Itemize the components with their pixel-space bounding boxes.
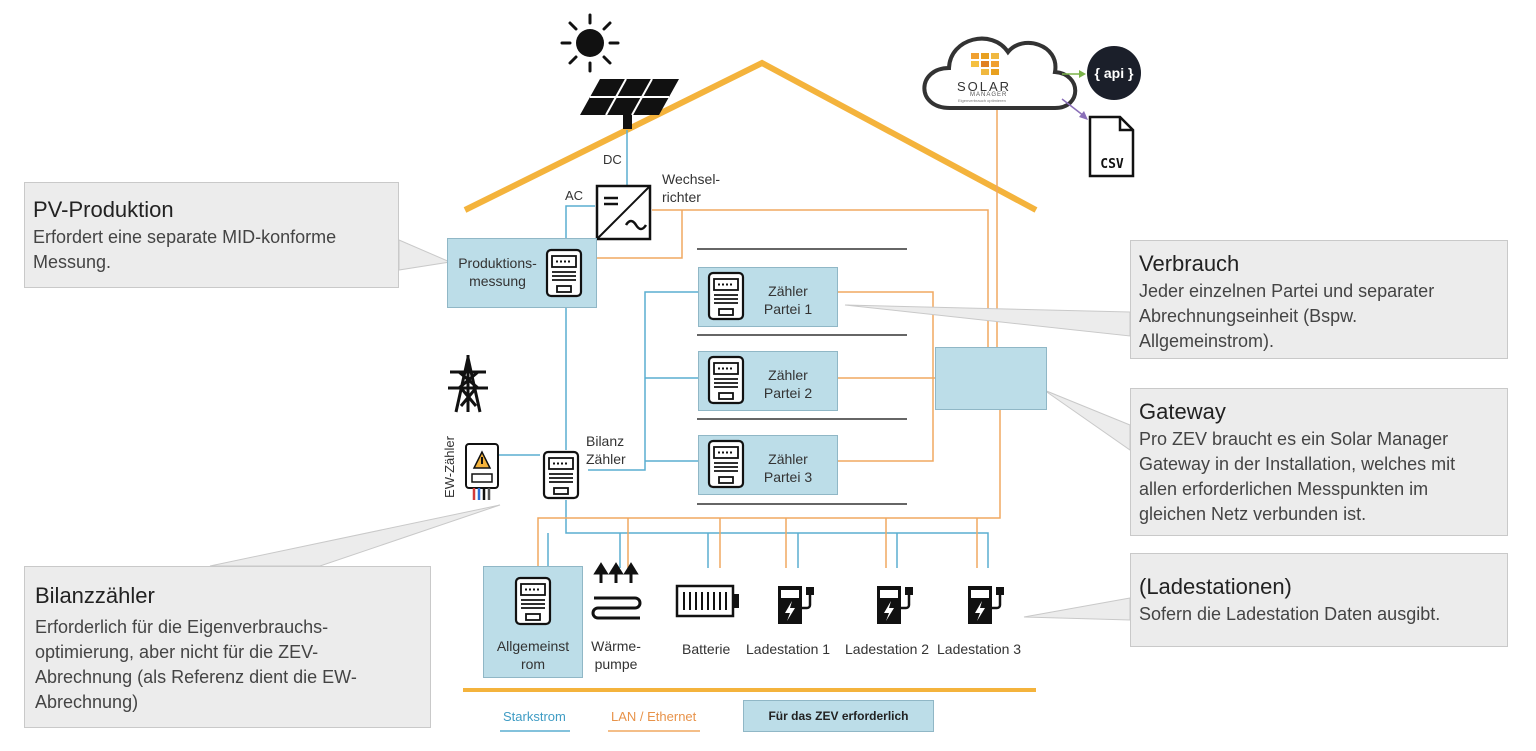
- dc-label: DC: [603, 152, 622, 167]
- meter-party-3-label: Zähler Partei 3: [763, 451, 813, 485]
- sun-icon: [560, 13, 620, 73]
- callout-verbrauch-title: Verbrauch: [1139, 251, 1240, 276]
- api-label: { api }: [1094, 65, 1134, 81]
- cloud-tagline: Eigenverbrauch optimieren: [958, 98, 1006, 103]
- api-icon: [1087, 46, 1141, 100]
- callout-verbrauch: Verbrauch Jeder einzelnen Partei und sep…: [1130, 240, 1508, 359]
- cloud-brand: SOLAR: [957, 79, 1012, 94]
- inverter-icon: [595, 184, 652, 241]
- meter-party-1-label: Zähler Partei 1: [763, 283, 813, 317]
- battery-label: Batterie: [682, 641, 731, 657]
- charger-2-label: Ladestation 2: [845, 641, 930, 657]
- csv-label: CSV: [1100, 157, 1124, 172]
- solar-panel-icon: [580, 78, 679, 129]
- legend-required-box: Für das ZEV erforderlich: [743, 700, 934, 732]
- callout-verbrauch-text: Jeder einzelnen Partei und separater Abr…: [1139, 281, 1435, 351]
- callout-ladestationen-text: Sofern die Ladestation Daten ausgibt.: [1139, 604, 1441, 624]
- callout-pv-text: Erfordert eine separate MID-konforme Mes…: [33, 227, 337, 272]
- heat-pump-icon: [591, 562, 642, 620]
- power-lines: [498, 130, 989, 568]
- callout-bilanz-text: Erforderlich für die Eigenverbrauchs- op…: [35, 617, 357, 712]
- callout-gateway: Gateway Pro ZEV braucht es ein Solar Man…: [1130, 388, 1508, 536]
- callout-gateway-text: Pro ZEV braucht es ein Solar Manager Gat…: [1139, 429, 1456, 524]
- charger-2-icon: [877, 586, 913, 624]
- charger-1-label: Ladestation 1: [746, 641, 831, 657]
- callout-bilanz: Bilanzzähler Erforderlich für die Eigenv…: [24, 566, 431, 728]
- battery-icon: [675, 584, 739, 618]
- callout-pv-title: PV-Produktion: [33, 197, 174, 222]
- ac-label: AC: [565, 188, 584, 203]
- legend-required-label: Für das ZEV erforderlich: [768, 709, 909, 723]
- gateway-box: [935, 347, 1047, 410]
- power-pylon-icon: [448, 355, 488, 413]
- balance-meter-label: Bilanz Zähler: [586, 433, 626, 467]
- callout-bilanz-title: Bilanzzähler: [35, 583, 155, 608]
- legend-lan-label: LAN / Ethernet: [611, 709, 697, 724]
- callout-ladestationen: (Ladestationen) Sofern die Ladestation D…: [1130, 553, 1508, 647]
- cloud-brand-sub: MANAGER: [970, 92, 1008, 98]
- callout-gateway-title: Gateway: [1139, 399, 1226, 424]
- utility-meter-icon: [465, 443, 499, 500]
- legend-power-label: Starkstrom: [503, 709, 566, 724]
- callout-pv-production: PV-Produktion Erfordert eine separate MI…: [24, 182, 399, 288]
- callout-pointers: [209, 239, 1131, 621]
- charger-1-icon: [778, 586, 814, 624]
- utility-meter-label: EW-Zähler: [442, 436, 457, 498]
- meter-party-2-label: Zähler Partei 2: [763, 367, 813, 401]
- inverter-label: Wechsel- richter: [662, 171, 721, 205]
- callout-ladestationen-title: (Ladestationen): [1139, 574, 1292, 599]
- cloud-icon: [922, 36, 1078, 110]
- heat-pump-label: Wärme- pumpe: [591, 638, 641, 672]
- house-roof: [463, 59, 1038, 213]
- common-power-label: Allgemeinst rom: [496, 638, 570, 672]
- production-meter-label: Produktions- messung: [458, 255, 537, 289]
- charger-3-label: Ladestation 3: [937, 641, 1022, 657]
- lan-lines: [537, 110, 1001, 568]
- csv-file-icon: [1088, 115, 1135, 178]
- charger-3-icon: [968, 586, 1004, 624]
- solar-manager-logo-icon: [971, 53, 999, 75]
